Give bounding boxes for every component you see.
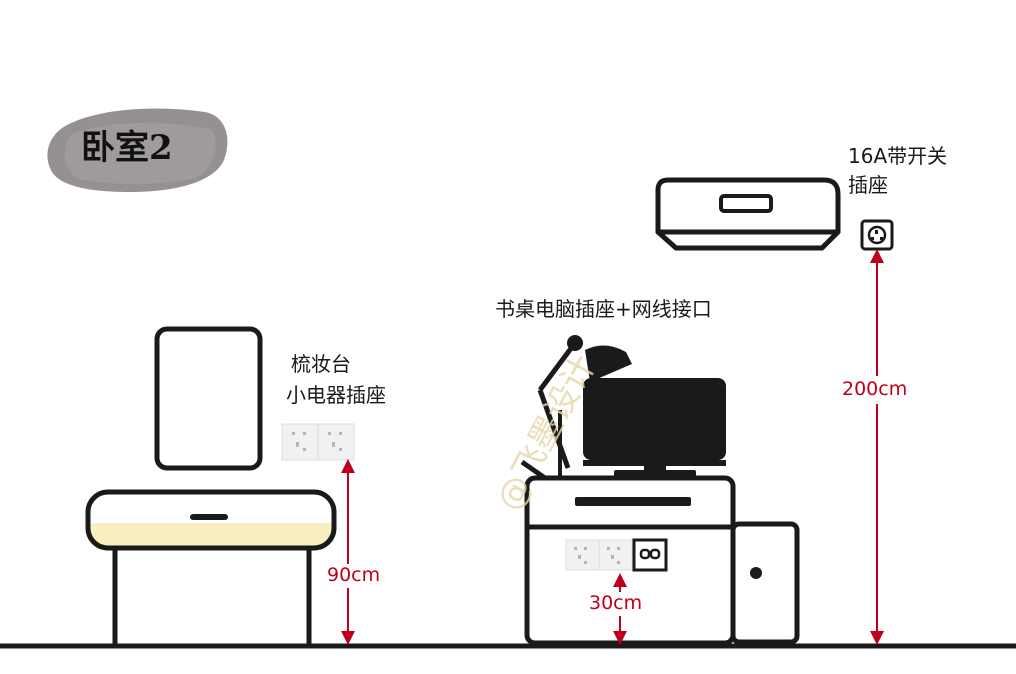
vanity-label-line1: 梳妆台 — [291, 352, 351, 376]
computer-monitor — [583, 378, 726, 479]
vanity-double-socket — [281, 423, 355, 461]
ac-height-label: 200cm — [840, 376, 910, 404]
ac-16a-socket — [860, 219, 894, 251]
page-title: 卧室2 — [81, 128, 173, 168]
title-brush-inner — [64, 122, 216, 184]
vanity-mirror — [154, 326, 263, 471]
desk-socket-panel — [565, 539, 633, 571]
desk-height-label: 30cm — [587, 592, 645, 616]
vanity-height-label: 90cm — [325, 564, 383, 588]
ac-label-line2: 插座 — [848, 173, 888, 197]
computer-tower — [730, 521, 800, 645]
air-conditioner — [655, 177, 841, 251]
vanity-table — [85, 489, 337, 644]
ac-label-line1: 16A带开关 — [848, 144, 948, 168]
network-port — [632, 538, 668, 572]
vanity-label-line2: 小电器插座 — [286, 383, 386, 407]
desk-lamp — [520, 335, 632, 481]
desk-socket-label: 书桌电脑插座+网线接口 — [495, 297, 712, 321]
